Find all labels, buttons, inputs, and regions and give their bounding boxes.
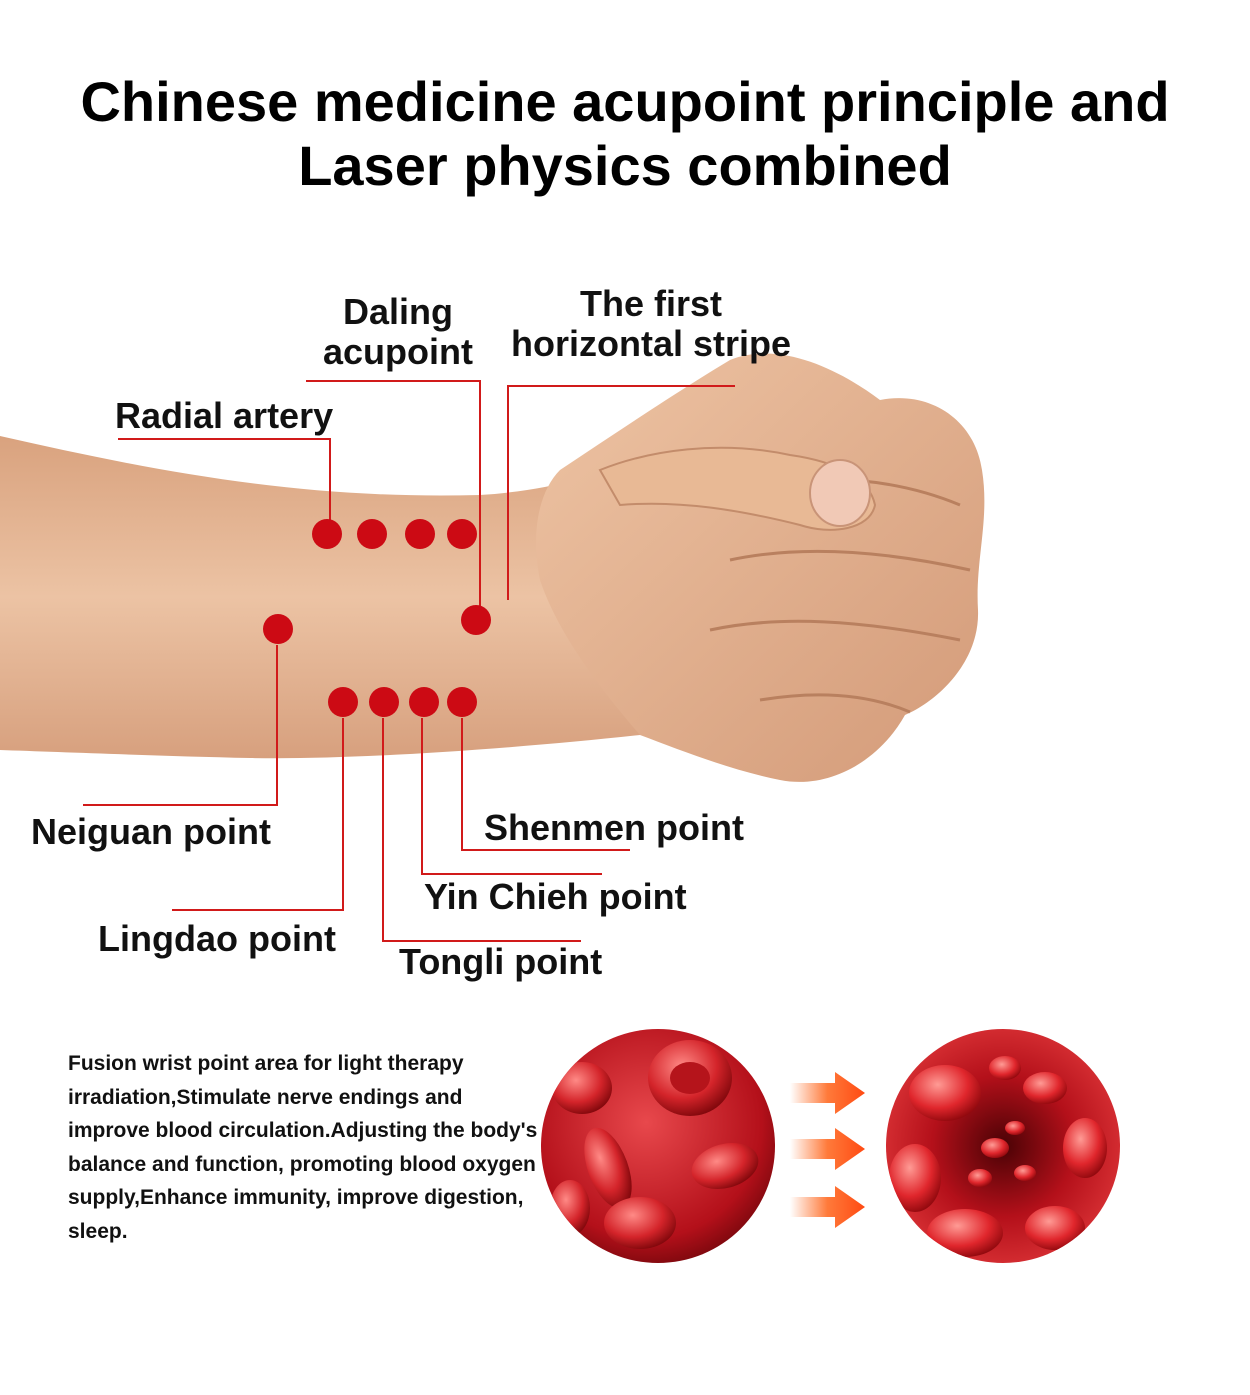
label-neiguan: Neiguan point [31,811,271,852]
acupoint-dot [447,687,477,717]
blood-vessel-illustration [886,1029,1120,1263]
label-first-stripe: The first horizontal stripe [490,284,812,364]
acupoint-dot [357,519,387,549]
right-arrow-icon [790,1128,865,1170]
finger-crease-4 [759,693,911,714]
acupoint-dot [369,687,399,717]
wrist-acupoint-diagram [0,353,985,942]
leader-line-lingdao [172,718,344,911]
leader-line-yin-chieh [421,718,602,875]
acupoint-dot-neiguan [263,614,293,644]
label-first-stripe-line2: horizontal stripe [510,323,792,364]
acupoint-dot-daling [461,605,491,635]
label-daling-line1: Daling [342,291,453,332]
leader-line-shenmen [461,718,630,851]
acupoint-dot [409,687,439,717]
leader-line-radial-artery [118,438,331,520]
label-radial-artery: Radial artery [115,395,334,436]
label-daling: Daling acupoint [308,292,488,372]
leader-line-tongli [382,718,581,942]
label-yin-chieh: Yin Chieh point [424,876,687,917]
right-arrow-icon [790,1072,865,1114]
acupoint-dot [447,519,477,549]
title-line-2: Laser physics combined [298,134,952,197]
acupoint-dot [405,519,435,549]
label-first-stripe-line1: The first [579,283,722,324]
label-lingdao: Lingdao point [98,918,336,959]
acupoint-dot [328,687,358,717]
label-shenmen: Shenmen point [484,807,744,848]
description-text: Fusion wrist point area for light therap… [68,1052,538,1243]
finger-crease-3 [709,619,961,642]
leader-line-daling [306,380,481,607]
right-arrow-icon [790,1186,865,1228]
page-title: Chinese medicine acupoint principle and … [0,70,1250,198]
thumbnail [809,459,871,527]
thumb [598,446,877,531]
blood-cells-illustration [541,1029,775,1263]
finger-crease-2 [729,549,971,572]
leader-line-neiguan [83,645,278,806]
label-tongli: Tongli point [399,941,603,982]
leader-line-first-stripe [507,385,735,600]
title-line-1: Chinese medicine acupoint principle and [80,70,1170,133]
label-daling-line2: acupoint [323,331,473,372]
acupoint-dot [312,519,342,549]
